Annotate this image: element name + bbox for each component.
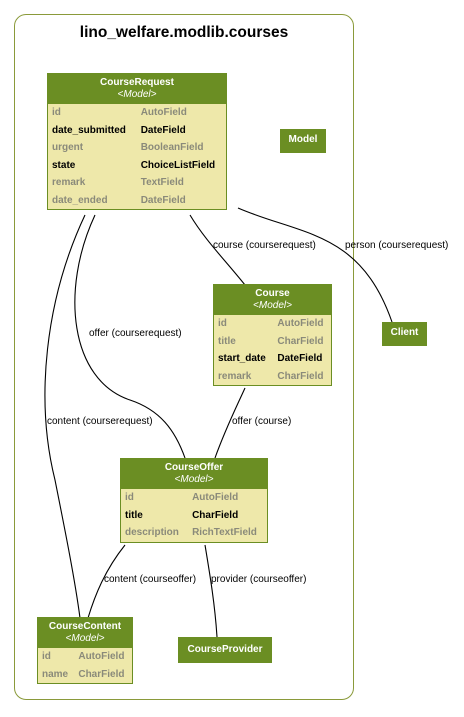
field-row: name CharField (38, 666, 132, 684)
field-type: CharField (192, 509, 239, 521)
field-type: DateField (277, 353, 323, 365)
field-name: id (52, 107, 61, 119)
field-row: description RichTextField (121, 524, 267, 542)
field-type: BooleanField (140, 142, 204, 154)
edge-label-course: course (courserequest) (213, 240, 316, 251)
field-row: state ChoiceListField (48, 157, 226, 175)
field-type: CharField (277, 370, 324, 382)
model-coursecontent[interactable]: CourseContent <Model> id AutoField name Ch… (37, 617, 133, 684)
model-name: Course (255, 288, 290, 299)
client-box[interactable]: Client (382, 322, 427, 346)
field-name: id (125, 492, 134, 504)
field-type: AutoField (277, 318, 324, 330)
field-row: remark CharField (214, 368, 331, 386)
model-tag: <Model> (117, 89, 157, 100)
field-name: name (42, 668, 69, 680)
field-row: title CharField (121, 507, 267, 525)
field-row: id AutoField (48, 104, 226, 122)
field-name: urgent (52, 142, 84, 154)
field-name: description (125, 527, 179, 539)
field-name: id (218, 318, 227, 330)
edge-course (189, 214, 246, 286)
edge-offer-courserequest (74, 214, 186, 459)
field-name: date_submitted (52, 124, 126, 136)
field-name: id (42, 651, 51, 663)
field-type: ChoiceListField (140, 159, 216, 171)
field-name: date_ended (52, 194, 108, 206)
field-row: start_date DateField (214, 350, 331, 368)
field-name: remark (52, 177, 86, 189)
legend-model-box[interactable]: Model (280, 129, 326, 153)
model-tag: <Model> (65, 633, 105, 644)
field-row: remark TextField (48, 174, 226, 192)
field-row: urgent BooleanField (48, 139, 226, 157)
model-header: CourseRequest <Model> (48, 74, 226, 104)
field-table: id AutoField title CharField description Ri… (121, 489, 267, 542)
field-name: title (125, 509, 143, 521)
model-courserequest[interactable]: CourseRequest <Model> id AutoField date_s… (47, 73, 227, 210)
courseprovider-box[interactable]: CourseProvider (178, 637, 272, 663)
field-type: AutoField (140, 107, 187, 119)
field-name: start_date (218, 353, 266, 365)
model-header: CourseContent <Model> (38, 618, 132, 648)
cluster-title: lino_welfare.modlib.courses (79, 24, 289, 41)
edge-offer-course (214, 387, 246, 459)
edge-content-courserequest (44, 214, 86, 619)
model-courseoffer[interactable]: CourseOffer <Model> id AutoField title Cha… (120, 458, 268, 543)
edge-person (237, 207, 393, 323)
field-type: CharField (78, 668, 125, 680)
model-name: CourseContent (48, 621, 122, 632)
field-type: CharField (277, 335, 324, 347)
edge-label-offer-course: offer (course) (232, 416, 292, 427)
field-name: state (52, 159, 76, 171)
field-row: title CharField (214, 333, 331, 351)
edge-content-courseoffer (87, 544, 126, 619)
field-row: date_ended DateField (48, 192, 226, 210)
field-type: TextField (140, 177, 184, 189)
field-type: AutoField (78, 651, 125, 663)
edge-label-provider-courseoffer: provider (courseoffer) (211, 574, 307, 585)
field-type: AutoField (192, 492, 239, 504)
cluster-frame (14, 14, 354, 700)
model-header: Course <Model> (214, 285, 331, 315)
field-row: id AutoField (38, 648, 132, 666)
field-table: id AutoField name CharField (38, 648, 132, 683)
model-header: CourseOffer <Model> (121, 459, 267, 489)
edge-provider-courseoffer (204, 544, 218, 638)
model-name: CourseRequest (100, 77, 174, 88)
model-name: CourseOffer (164, 462, 224, 473)
field-type: DateField (140, 124, 186, 136)
field-name: remark (218, 370, 252, 382)
field-name: title (218, 335, 236, 347)
edge-label-person: person (courserequest) (345, 240, 449, 251)
field-type: DateField (140, 194, 186, 206)
field-row: id AutoField (214, 315, 331, 333)
edge-label-offer-courserequest: offer (courserequest) (89, 328, 182, 339)
edge-label-content-courserequest: content (courserequest) (47, 416, 153, 427)
model-tag: <Model> (253, 300, 292, 311)
edge-label-content-courseoffer: content (courseoffer) (104, 574, 197, 585)
field-row: id AutoField (121, 489, 267, 507)
field-row: date_submitted DateField (48, 122, 226, 140)
model-tag: <Model> (174, 474, 214, 485)
field-type: RichTextField (192, 527, 257, 539)
